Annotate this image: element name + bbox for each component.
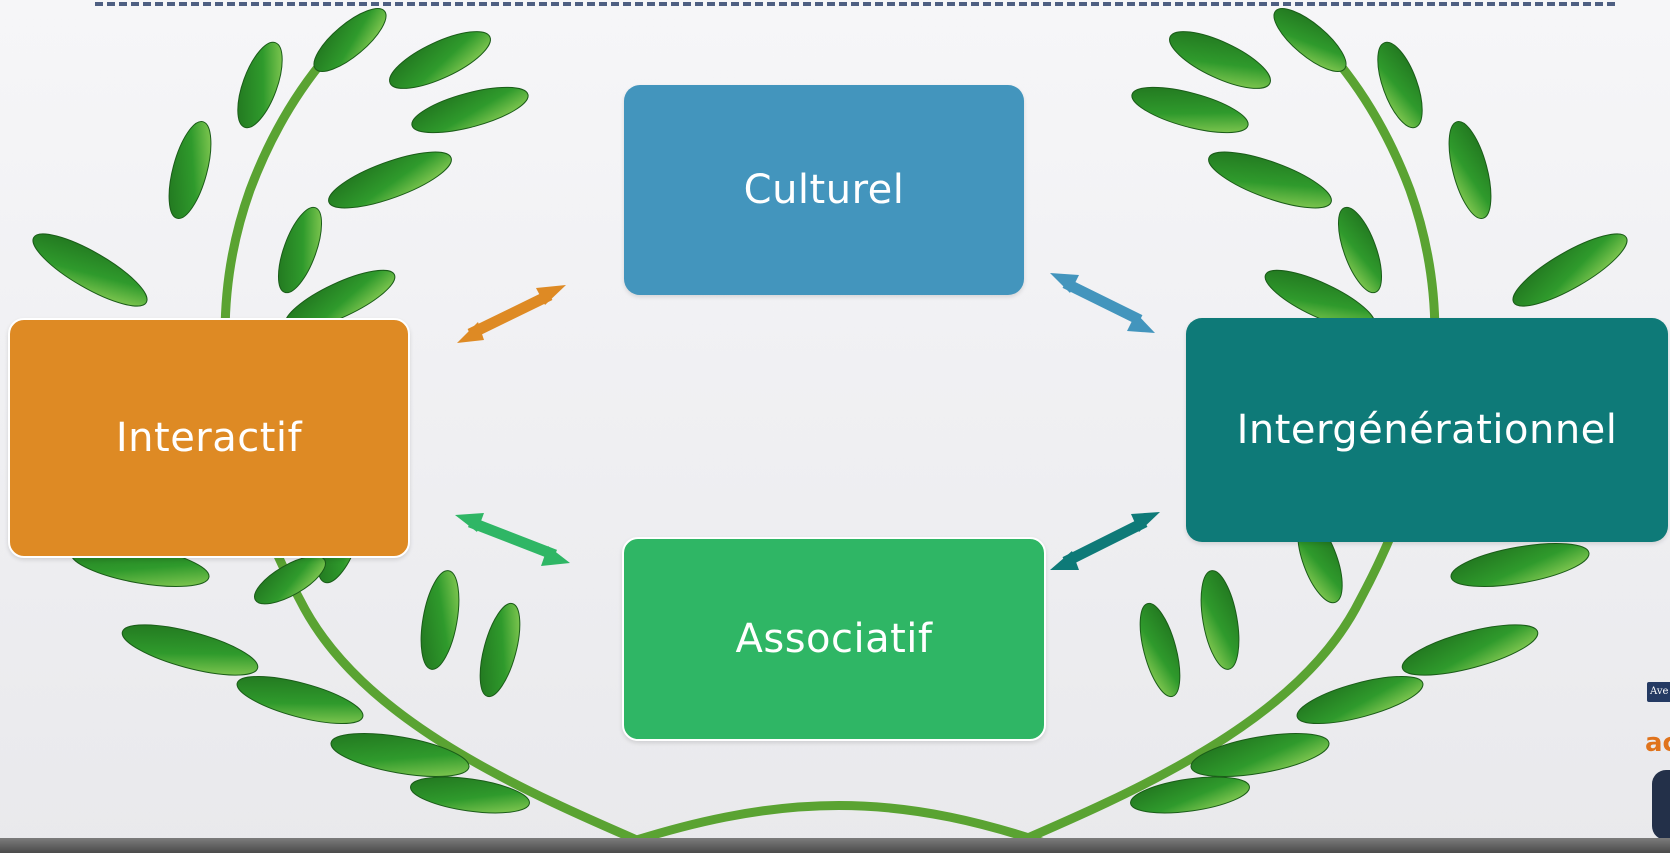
arrowhead bbox=[1050, 273, 1079, 293]
partner-logo-word: ac bbox=[1645, 728, 1670, 758]
arrowhead bbox=[457, 322, 484, 343]
box-intergenerationnel: Intergénérationnel bbox=[1186, 318, 1668, 542]
arrow-interactif-culturel bbox=[467, 290, 553, 339]
top-dashed-divider bbox=[95, 2, 1615, 6]
box-interactif-label: Interactif bbox=[115, 415, 303, 461]
box-interactif: Interactif bbox=[8, 318, 410, 558]
box-associatif: Associatif bbox=[622, 537, 1046, 741]
box-associatif-label: Associatif bbox=[735, 616, 933, 662]
arrowhead bbox=[536, 285, 566, 305]
arrowhead bbox=[541, 546, 570, 566]
arrow-culturel-intergenerationnel bbox=[1062, 278, 1143, 325]
box-culturel: Culturel bbox=[624, 85, 1024, 295]
box-intergenerationnel-label: Intergénérationnel bbox=[1236, 407, 1618, 453]
partner-logo-tag: Ave bbox=[1647, 682, 1670, 702]
arrowhead bbox=[455, 513, 484, 532]
bottom-bar bbox=[0, 838, 1670, 853]
arrowhead bbox=[1050, 551, 1079, 570]
partner-logo-figure bbox=[1652, 770, 1670, 840]
arrowhead bbox=[1127, 313, 1155, 333]
arrowhead bbox=[1131, 512, 1160, 532]
arrow-interactif-associatif bbox=[468, 516, 557, 561]
laurel-stem-cross bbox=[595, 801, 1075, 853]
arrow-associatif-intergenerationnel bbox=[1062, 517, 1148, 567]
box-culturel-label: Culturel bbox=[743, 167, 905, 213]
